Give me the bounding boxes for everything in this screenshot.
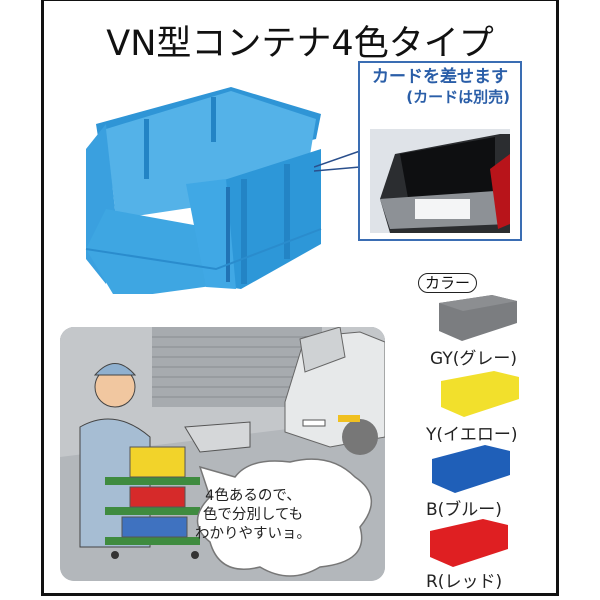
color-label-blue: B(ブルー) <box>426 500 502 520</box>
page-title: VN型コンテナ4色タイプ <box>106 24 494 64</box>
speech-line-2: 色で分別しても <box>202 507 304 523</box>
color-label-red: R(レッド) <box>426 572 503 592</box>
swatch-red <box>430 519 508 567</box>
card-callout-heading: カードを差せます <box>372 67 508 87</box>
swatch-yellow <box>441 371 519 417</box>
swatch-blue <box>432 445 510 493</box>
garage-scene-illustration <box>60 327 385 581</box>
speech-line-1: 4色あるので、 <box>205 488 301 504</box>
callout-pointer <box>314 150 361 172</box>
color-options: カラー <box>410 273 540 293</box>
card-callout-subheading: (カードは別売) <box>406 88 510 106</box>
color-label-yellow: Y(イエロー) <box>426 425 518 445</box>
card-slot-photo <box>370 129 510 233</box>
blue-container-image <box>85 87 322 294</box>
swatch-gray <box>439 295 517 341</box>
color-heading: カラー <box>418 273 478 293</box>
speech-line-3: わかりやすいョ。 <box>195 526 311 542</box>
product-frame: VN型コンテナ4色タイプ カードを差せます (カードは別売) <box>41 0 559 596</box>
card-slot-callout: カードを差せます (カードは別売) <box>358 61 522 241</box>
color-label-gray: GY(グレー) <box>430 349 517 369</box>
speech-bubble-text: 4色あるので、 色で分別しても わかりやすいョ。 <box>178 487 328 544</box>
